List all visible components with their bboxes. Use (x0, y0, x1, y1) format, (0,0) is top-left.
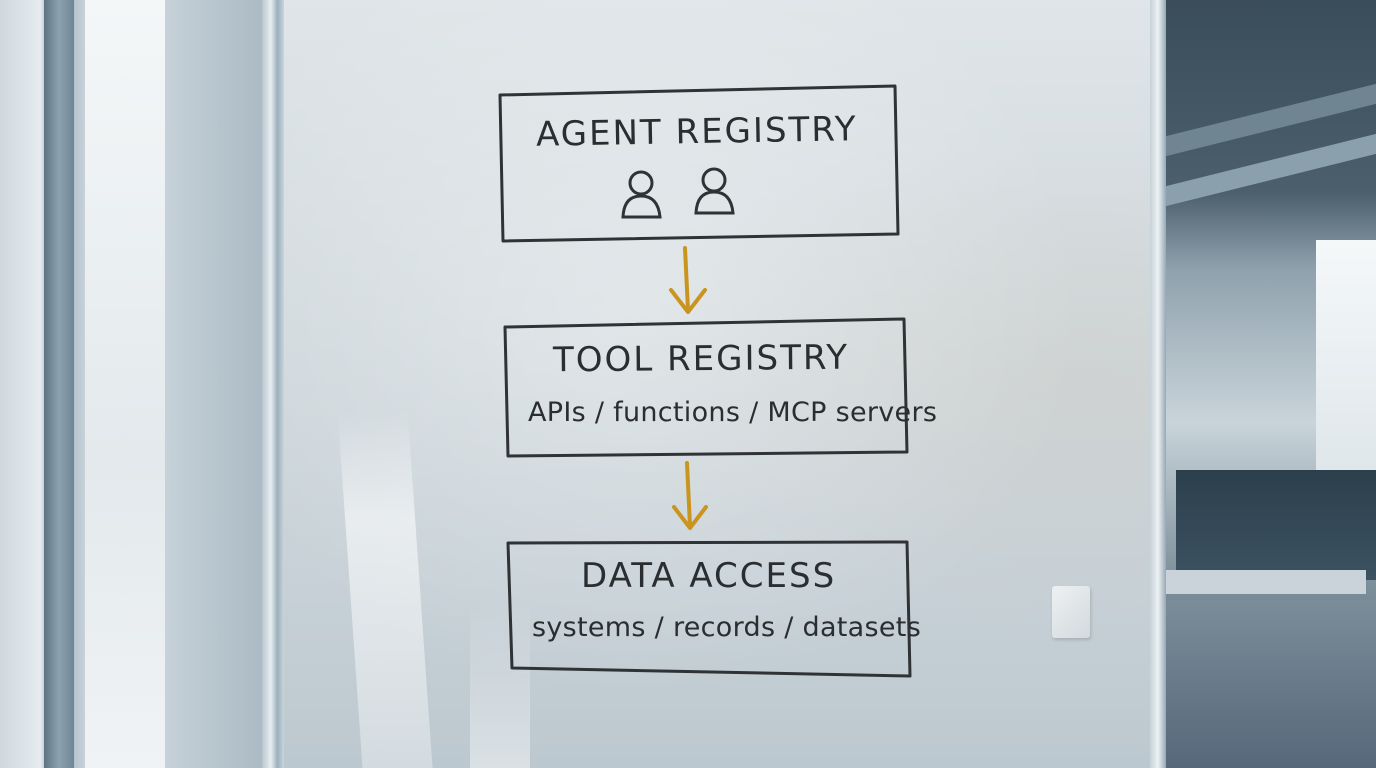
tool-registry-title: TOOL REGISTRY (552, 337, 850, 381)
down-arrow-icon (669, 246, 707, 314)
agent-registry-box (498, 84, 900, 243)
window-pane (85, 0, 165, 768)
agent-registry-title: AGENT REGISTRY (535, 109, 858, 155)
person-icon (621, 170, 662, 219)
office-table (1166, 570, 1366, 594)
glass-edge-left (262, 0, 284, 768)
data-access-subtitle: systems / records / datasets (532, 612, 922, 643)
light-reflection (470, 600, 530, 768)
glass-board (284, 0, 1164, 768)
data-access-title: DATA ACCESS (581, 556, 837, 596)
wall-switch-plate (1052, 586, 1090, 638)
data-access-box (506, 540, 912, 678)
office-floor (1166, 600, 1376, 768)
person-icon (694, 167, 735, 215)
tool-registry-box (503, 317, 909, 458)
office-window (1316, 240, 1376, 470)
tool-registry-subtitle: APIs / functions / MCP servers (528, 397, 938, 428)
office-desk (1176, 470, 1376, 580)
glass-edge-right (1150, 0, 1166, 768)
down-arrow-icon (672, 461, 708, 530)
office-background (1166, 0, 1376, 768)
window-frame (44, 0, 74, 768)
